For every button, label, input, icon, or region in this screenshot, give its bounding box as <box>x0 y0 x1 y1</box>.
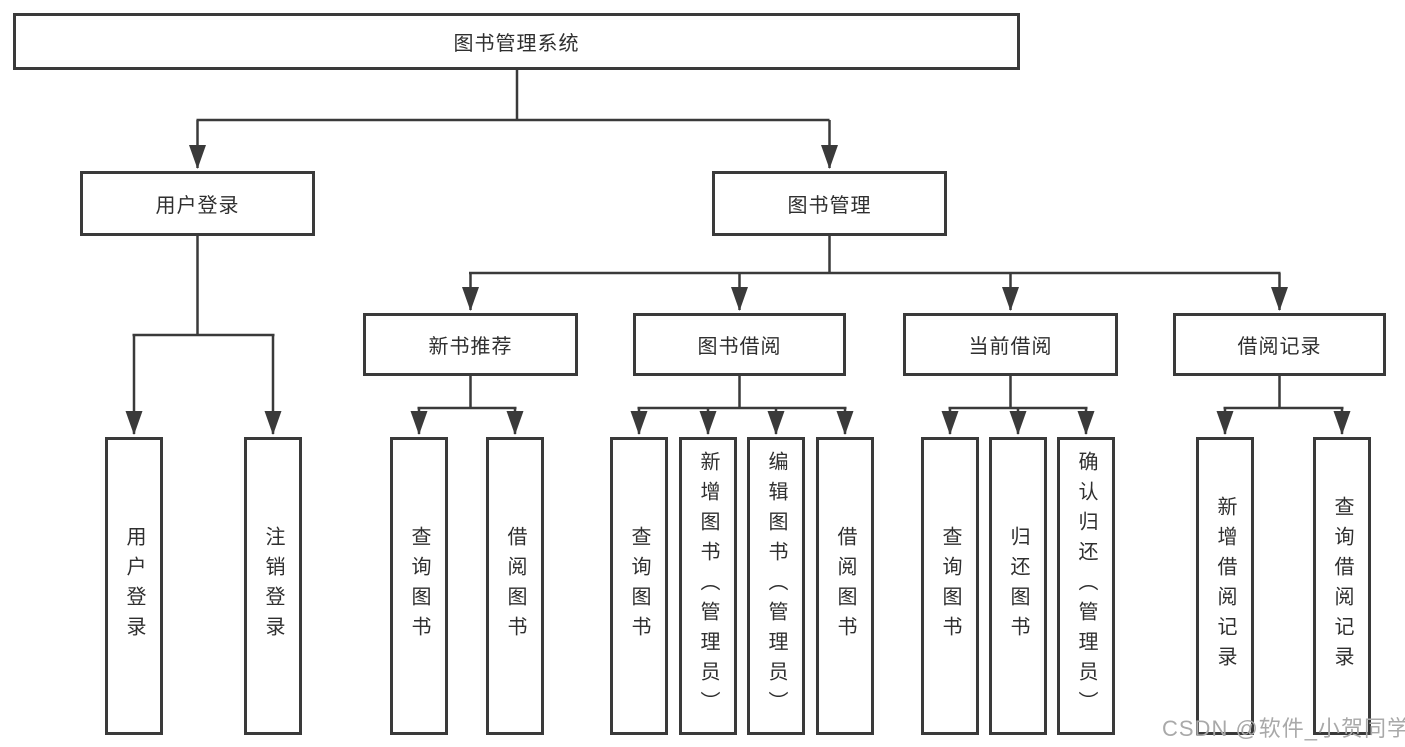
node-current-borrowing: 当前借阅 <box>903 313 1118 376</box>
leaf-add-borrow-record: 新增借阅记录 <box>1196 437 1254 735</box>
node-library-system: 图书管理系统 <box>13 13 1020 70</box>
node-user-login: 用户登录 <box>80 171 315 236</box>
leaf-user-login: 用户登录 <box>105 437 163 735</box>
trunk-borrow-records <box>1223 376 1344 410</box>
leaf-confirm-return-admin: 确认归还（管理员） <box>1057 437 1115 735</box>
node-book-management: 图书管理 <box>712 171 947 236</box>
node-new-book-recommend: 新书推荐 <box>363 313 578 376</box>
watermark: CSDN @软件_小贺同学 <box>1162 716 1405 741</box>
leaf-borrow-books: 借阅图书 <box>816 437 874 735</box>
trunk-current-borrow <box>948 376 1088 410</box>
node-borrowing-records: 借阅记录 <box>1173 313 1386 376</box>
leaf-query-books-current: 查询图书 <box>921 437 979 735</box>
node-book-borrowing: 图书借阅 <box>633 313 846 376</box>
leaf-logout: 注销登录 <box>244 437 302 735</box>
trunk-root <box>196 70 830 122</box>
leaf-borrow-books-recommend: 借阅图书 <box>486 437 544 735</box>
trunk-new-book-recommend <box>417 376 517 410</box>
leaf-edit-books-admin: 编辑图书（管理员） <box>747 437 805 735</box>
trunk-user-login <box>132 236 275 337</box>
trunk-book-borrow <box>637 376 847 410</box>
leaf-add-books-admin: 新增图书（管理员） <box>679 437 737 735</box>
leaf-return-books: 归还图书 <box>989 437 1047 735</box>
leaf-query-borrow-record: 查询借阅记录 <box>1313 437 1371 735</box>
leaf-query-books-borrow: 查询图书 <box>610 437 668 735</box>
leaf-query-books-recommend: 查询图书 <box>390 437 448 735</box>
trunk-book-management <box>469 236 1281 275</box>
